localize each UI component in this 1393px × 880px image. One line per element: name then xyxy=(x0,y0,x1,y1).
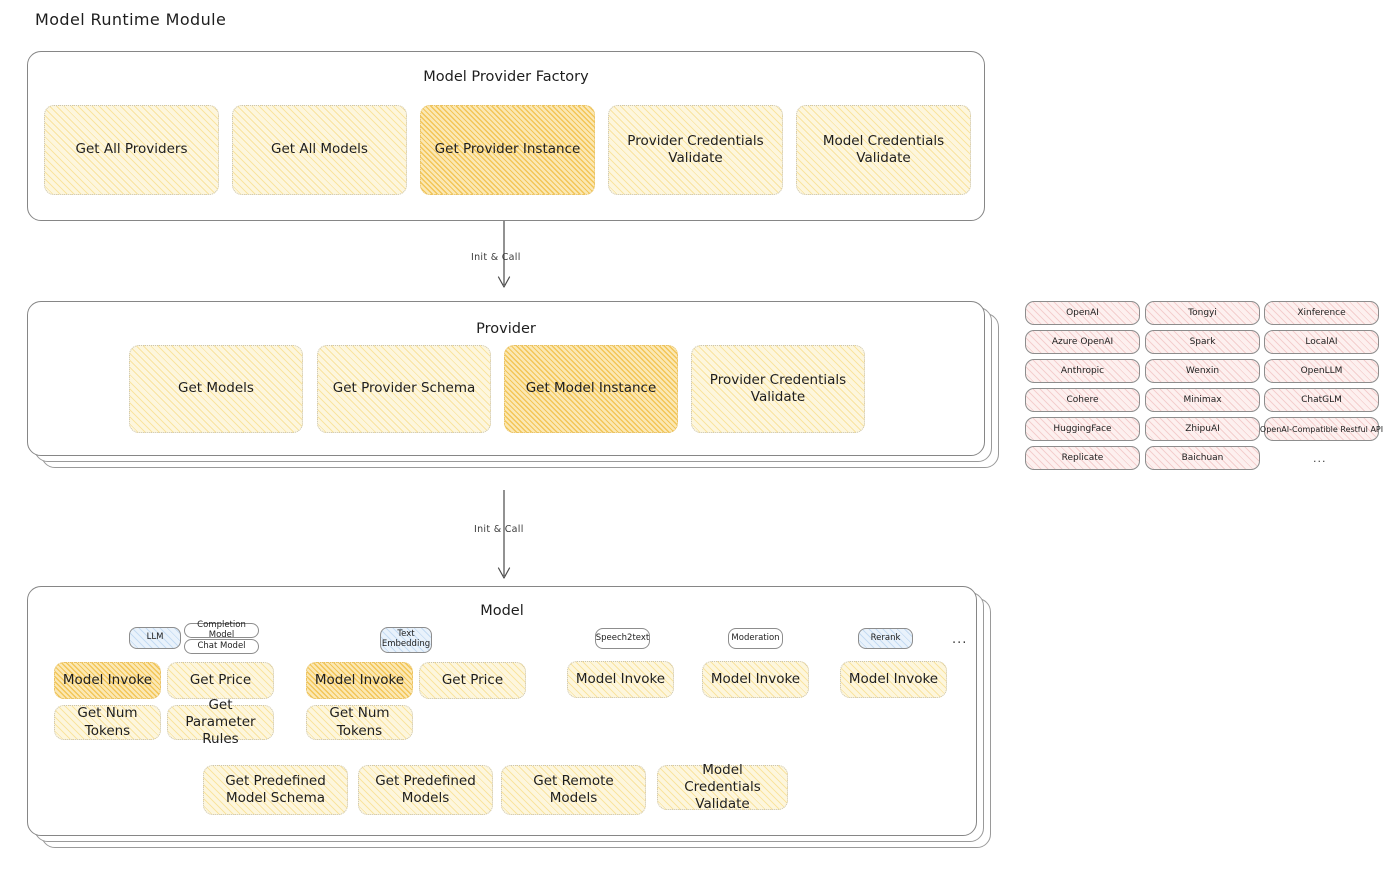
provider-chip-openllm[interactable]: OpenLLM xyxy=(1264,359,1379,383)
arrow-provider-to-model xyxy=(494,490,514,586)
provider-chip-spark[interactable]: Spark xyxy=(1145,330,1260,354)
model-subtype-badge-completion-model[interactable]: Completion Model xyxy=(184,620,259,639)
model-type-badge-rerank[interactable]: Rerank xyxy=(858,628,913,649)
arrow-label-init-and-call-2: Init & Call xyxy=(474,524,524,535)
provider-chip-tongyi[interactable]: Tongyi xyxy=(1145,301,1260,325)
provider-chip-replicate[interactable]: Replicate xyxy=(1025,446,1140,470)
factory-method-model-credentials-validate[interactable]: Model Credentials Validate xyxy=(796,105,971,195)
provider-chip-openai-compatible-restful-api[interactable]: OpenAI-Compatible Restful API xyxy=(1260,417,1383,441)
text-embedding-method-model-invoke[interactable]: Model Invoke xyxy=(306,662,413,699)
provider-title: Provider xyxy=(476,321,536,337)
model-shared-method-get-remote-models[interactable]: Get Remote Models xyxy=(501,765,646,815)
text-embedding-method-get-price[interactable]: Get Price xyxy=(419,662,526,699)
model-shared-method-get-predefined-models[interactable]: Get Predefined Models xyxy=(358,765,493,815)
factory-method-get-all-providers[interactable]: Get All Providers xyxy=(44,105,219,195)
provider-method-get-model-instance[interactable]: Get Model Instance xyxy=(504,345,678,433)
provider-method-get-models[interactable]: Get Models xyxy=(129,345,303,433)
provider-chip-azure-openai[interactable]: Azure OpenAI xyxy=(1025,330,1140,354)
text-embedding-method-get-num-tokens[interactable]: Get Num Tokens xyxy=(306,705,413,740)
provider-chip-cohere[interactable]: Cohere xyxy=(1025,388,1140,412)
provider-chip-chatglm[interactable]: ChatGLM xyxy=(1264,388,1379,412)
model-shared-method-model-credentials-validate[interactable]: Model Credentials Validate xyxy=(657,762,788,812)
model-type-badge-text-embedding[interactable]: Text Embedding xyxy=(380,627,432,653)
model-type-badge-llm[interactable]: LLM xyxy=(129,627,181,649)
llm-method-get-num-tokens[interactable]: Get Num Tokens xyxy=(54,705,161,740)
provider-chip-xinference[interactable]: Xinference xyxy=(1264,301,1379,325)
model-types-more: ... xyxy=(952,632,968,647)
rerank-method-model-invoke[interactable]: Model Invoke xyxy=(840,661,947,698)
moderation-method-model-invoke[interactable]: Model Invoke xyxy=(702,661,809,698)
provider-chip-huggingface[interactable]: HuggingFace xyxy=(1025,417,1140,441)
page-title: Model Runtime Module xyxy=(35,10,227,29)
factory-method-get-all-models[interactable]: Get All Models xyxy=(232,105,407,195)
llm-method-model-invoke[interactable]: Model Invoke xyxy=(54,662,161,699)
provider-method-provider-credentials-validate[interactable]: Provider Credentials Validate xyxy=(691,345,865,433)
arrow-factory-to-provider xyxy=(494,221,514,295)
provider-chip-zhipuai[interactable]: ZhipuAI xyxy=(1145,417,1260,441)
speech2text-method-model-invoke[interactable]: Model Invoke xyxy=(567,661,674,698)
model-subtype-badge-chat-model[interactable]: Chat Model xyxy=(184,639,259,654)
provider-chip-minimax[interactable]: Minimax xyxy=(1145,388,1260,412)
llm-method-get-parameter-rules[interactable]: Get Parameter Rules xyxy=(167,697,274,747)
arrow-label-init-and-call-1: Init & Call xyxy=(471,252,521,263)
provider-method-get-provider-schema[interactable]: Get Provider Schema xyxy=(317,345,491,433)
model-type-badge-speech2text[interactable]: Speech2text xyxy=(595,628,650,649)
provider-chip-anthropic[interactable]: Anthropic xyxy=(1025,359,1140,383)
provider-chip-openai[interactable]: OpenAI xyxy=(1025,301,1140,325)
model-shared-method-get-predefined-model-schema[interactable]: Get Predefined Model Schema xyxy=(203,765,348,815)
factory-method-provider-credentials-validate[interactable]: Provider Credentials Validate xyxy=(608,105,783,195)
provider-chip-localai[interactable]: LocalAI xyxy=(1264,330,1379,354)
factory-method-get-provider-instance[interactable]: Get Provider Instance xyxy=(420,105,595,195)
provider-chip-baichuan[interactable]: Baichuan xyxy=(1145,446,1260,470)
model-type-badge-moderation[interactable]: Moderation xyxy=(728,628,783,649)
provider-chip-wenxin[interactable]: Wenxin xyxy=(1145,359,1260,383)
provider-list-more: ... xyxy=(1313,452,1327,465)
llm-method-get-price[interactable]: Get Price xyxy=(167,662,274,699)
model-provider-factory-title: Model Provider Factory xyxy=(423,69,589,85)
model-title: Model xyxy=(480,603,524,619)
